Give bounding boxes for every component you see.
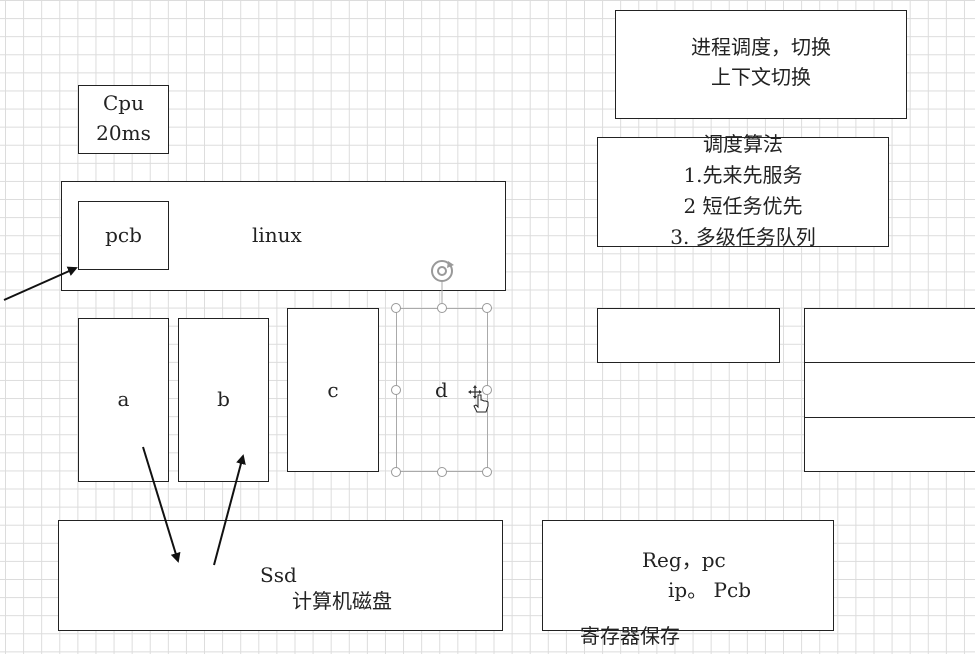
process-b-label: b [217,387,230,411]
resize-handle-top[interactable] [437,303,447,313]
resize-handle-bottom[interactable] [437,467,447,477]
hand-cursor-icon [473,394,489,413]
arrow-ssd-to-b [213,454,246,566]
scheduling-title: 调度算法 [703,132,783,156]
register-box[interactable] [542,520,834,631]
move-icon [468,385,482,399]
cpu-time: 20ms [96,121,151,145]
context-switch-line2: 上下文切换 [711,65,811,89]
register-line1: Reg，pc [642,548,726,572]
pcb-box[interactable] [78,201,169,270]
context-switch-box[interactable] [615,10,907,119]
resize-handle-bottom-right[interactable] [482,467,492,477]
stack-box-2[interactable] [804,362,975,418]
arrow-a-to-ssd [142,446,181,563]
stack-box-1[interactable] [804,308,975,363]
process-b-box[interactable] [178,318,269,482]
resize-handle-top-left[interactable] [391,303,401,313]
process-c-box[interactable] [287,308,379,472]
resize-handle-left[interactable] [391,385,401,395]
stack-box-3[interactable] [804,417,975,472]
cpu-box[interactable] [78,85,169,154]
scheduling-item-3: 3. 多级任务队列 [670,225,816,249]
ssd-label: Ssd [260,563,297,587]
process-d-label: d [435,378,448,402]
register-line2: ip。 Pcb [668,578,752,602]
empty-box[interactable] [597,308,780,363]
scheduling-item-1: 1.先来先服务 [683,163,803,187]
process-a-box[interactable] [78,318,169,482]
resize-handle-top-right[interactable] [482,303,492,313]
context-switch-line1: 进程调度，切换 [691,35,831,59]
register-caption: 寄存器保存 [580,624,680,648]
arrow-into-pcb [3,266,78,301]
resize-handle-right[interactable] [482,385,492,395]
linux-label: linux [252,223,302,247]
resize-handle-bottom-left[interactable] [391,467,401,477]
scheduling-item-2: 2 短任务优先 [683,194,803,218]
scheduling-box[interactable] [597,137,889,247]
ssd-box[interactable] [58,520,503,631]
pcb-label: pcb [105,223,142,247]
rotate-icon [431,260,454,282]
ssd-subtitle: 计算机磁盘 [292,589,392,613]
process-a-label: a [117,387,130,411]
process-c-label: c [327,378,339,402]
cpu-label: Cpu [103,91,144,115]
